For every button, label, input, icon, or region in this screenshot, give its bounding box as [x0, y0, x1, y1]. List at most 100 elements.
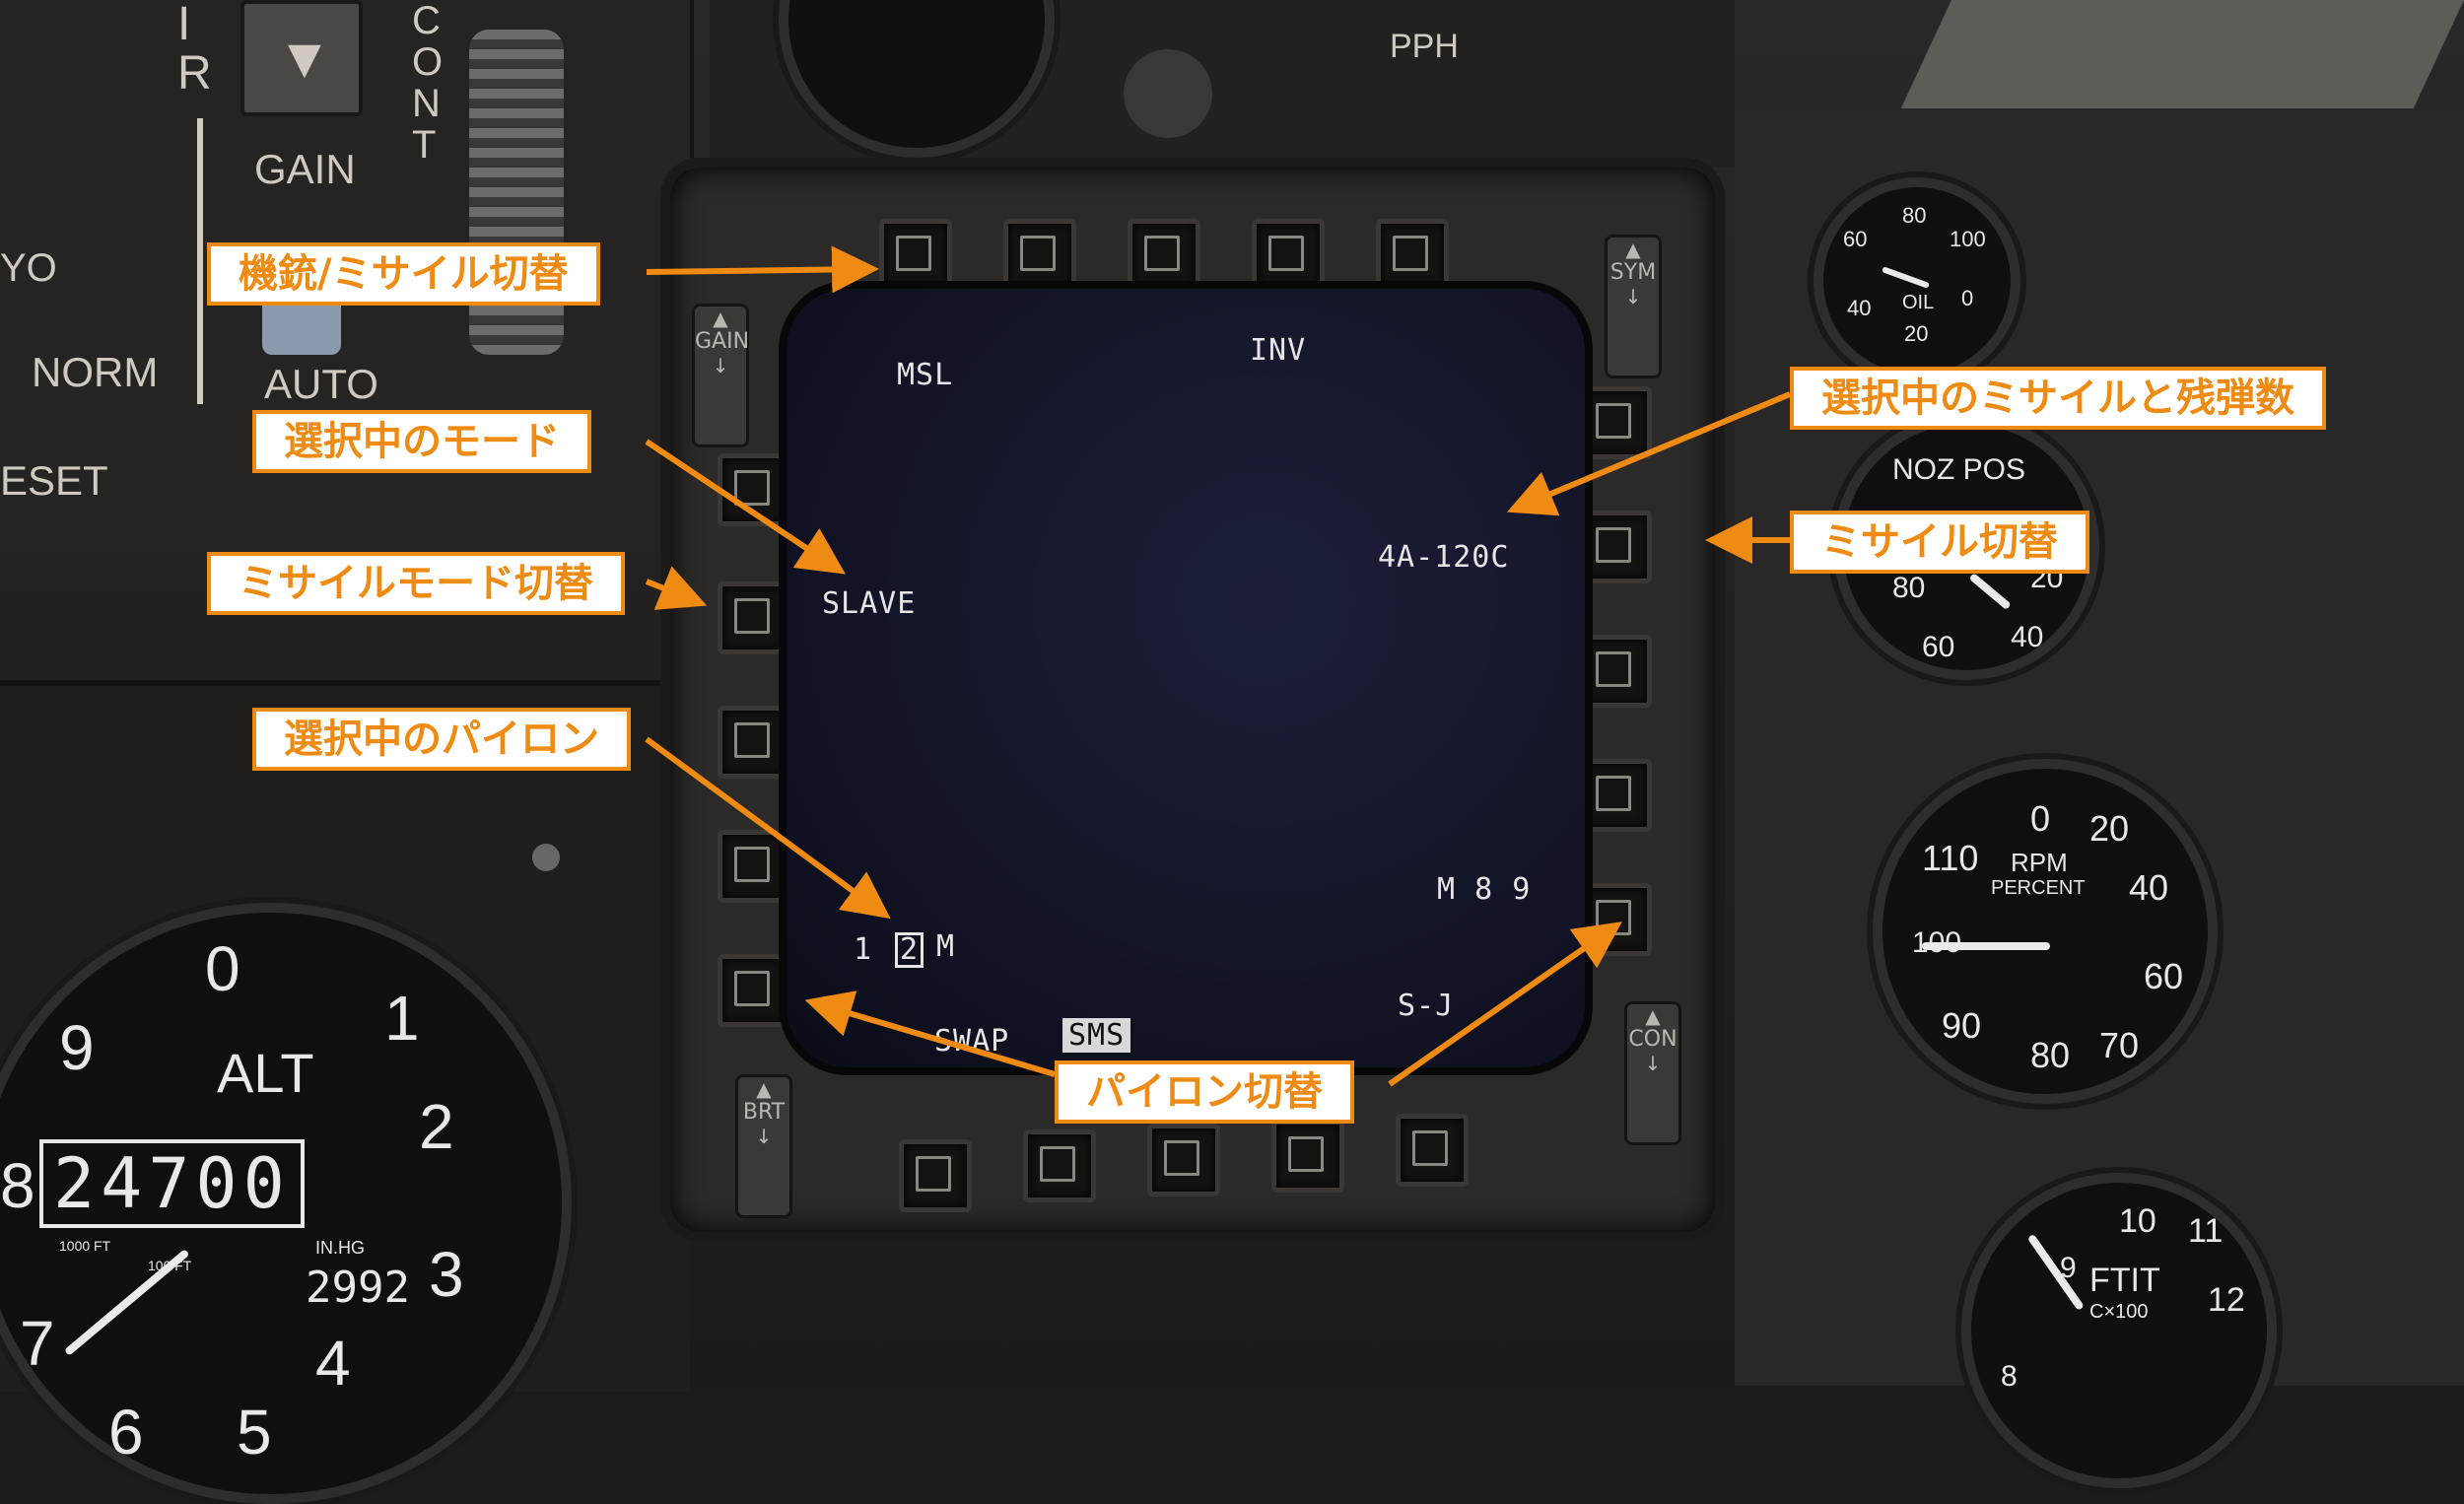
- callout-selected-missile-count: 選択中のミサイルと残弾数: [1790, 367, 2326, 430]
- rpm-tick-70: 70: [2099, 1025, 2140, 1065]
- mfd-screen: MSL INV SLAVE 4A-120C 1 2 M M 8 9 SWAP S…: [779, 281, 1593, 1075]
- rpm-tick-0: 0: [2030, 798, 2051, 839]
- ftit-tick-8: 8: [2001, 1360, 2018, 1393]
- divider: [197, 118, 203, 404]
- oil-label: OIL: [1902, 292, 1935, 313]
- sj-label: S-J: [1398, 989, 1455, 1023]
- chevron-up-icon: ▲: [1645, 1004, 1661, 1028]
- rpm-tick-110: 110: [1922, 838, 1979, 878]
- chevron-up-icon: ▲: [713, 307, 728, 330]
- altimeter-digit-7: 7: [20, 1308, 55, 1379]
- arrow-pylon-toggle-right: [1388, 922, 1622, 1087]
- arrow-selected-pylon: [645, 736, 891, 920]
- callout-missile-toggle: ミサイル切替: [1790, 511, 2089, 574]
- rpm-tick-20: 20: [2089, 808, 2130, 849]
- slave-mode-label: SLAVE: [822, 586, 917, 621]
- oil-tick-60: 60: [1843, 227, 1868, 251]
- brt-rocker-label: BRT: [742, 1100, 786, 1125]
- baro-setting: 2992: [306, 1263, 410, 1313]
- osb-bottom-2[interactable]: [1023, 1129, 1096, 1202]
- ftit-tick-10: 10: [2119, 1202, 2156, 1240]
- altimeter-digit-8: 8: [0, 1150, 35, 1221]
- callout-gun-missile-toggle: 機銃/ミサイル切替: [207, 242, 600, 306]
- arrow-down-icon: ↓: [712, 354, 729, 377]
- knob[interactable]: [1124, 49, 1212, 138]
- altimeter-digit-5: 5: [237, 1397, 272, 1468]
- fuel-flow-unit: PPH: [1390, 28, 1459, 65]
- osb-top-5[interactable]: [1376, 219, 1449, 292]
- sym-rocker-label: SYM: [1609, 260, 1657, 285]
- altimeter-unit-1000ft: 1000 FT: [59, 1238, 111, 1254]
- arrow-gun-missile: [646, 245, 879, 294]
- chevron-up-icon: ▲: [1625, 238, 1641, 261]
- inv-label: INV: [1250, 333, 1307, 368]
- osb-bottom-1[interactable]: [899, 1139, 972, 1212]
- pylon-2-selected: 2: [895, 932, 924, 968]
- altimeter-digit-1: 1: [384, 983, 420, 1054]
- ftit-tick-11: 11: [2188, 1212, 2224, 1250]
- oil-tick-0: 0: [1961, 286, 1974, 310]
- ir-label: I R: [177, 0, 212, 100]
- screw-icon: [532, 844, 560, 871]
- noz-tick-80: 80: [1892, 572, 1926, 604]
- oil-tick-20: 20: [1904, 321, 1929, 346]
- selected-weapon-label: 4A-120C: [1378, 540, 1510, 575]
- con-rocker-label: CON: [1628, 1027, 1677, 1052]
- rpm-label: RPM: [2011, 848, 2068, 877]
- altimeter-digit-9: 9: [59, 1012, 95, 1083]
- con-rocker[interactable]: ▲ CON ↓: [1624, 1001, 1681, 1145]
- noz-tick-40: 40: [2011, 621, 2044, 653]
- callout-selected-mode: 選択中のモード: [252, 410, 591, 473]
- sms-page-label: SMS: [1062, 1018, 1131, 1053]
- pylon-m: M: [936, 929, 956, 964]
- rpm-gauge: 0 20 40 60 70 80 90 100 110 RPM PERCENT: [1873, 759, 2218, 1104]
- rpm-sub-label: PERCENT: [1991, 877, 2086, 899]
- ftit-tick-9: 9: [2060, 1252, 2077, 1284]
- oil-tick-100: 100: [1950, 227, 1986, 251]
- callout-pylon-toggle: パイロン切替: [1055, 1060, 1354, 1124]
- altimeter-digit-6: 6: [108, 1397, 144, 1468]
- rpm-tick-90: 90: [1942, 1005, 1982, 1046]
- altimeter-digit-3: 3: [429, 1239, 464, 1310]
- gain-label: GAIN: [254, 146, 356, 192]
- arrow-down-icon: ↓: [1644, 1052, 1662, 1075]
- norm-label: NORM: [32, 349, 159, 395]
- oil-pressure-gauge: 60 80 100 40 0 20 OIL: [1814, 177, 2020, 384]
- osb-bottom-3[interactable]: [1147, 1124, 1220, 1196]
- noz-label: NOZ POS: [1892, 453, 2026, 486]
- gain-rocker[interactable]: ▲ GAIN ↓: [692, 304, 749, 447]
- arrow-down-icon: ↓: [1624, 285, 1642, 308]
- osb-bottom-5[interactable]: [1396, 1114, 1469, 1187]
- callout-missile-mode-toggle: ミサイルモード切替: [207, 552, 625, 615]
- reset-label: ESET: [0, 457, 108, 504]
- callout-selected-pylon: 選択中のパイロン: [252, 708, 631, 771]
- osb-top-1[interactable]: [879, 219, 952, 292]
- arrow-down-icon: ▼: [288, 34, 321, 84]
- sym-rocker[interactable]: ▲ SYM ↓: [1605, 235, 1662, 378]
- upper-instrument-strip: PPH: [710, 0, 1735, 168]
- rpm-tick-40: 40: [2129, 867, 2169, 908]
- ftit-tick-12: 12: [2208, 1281, 2245, 1319]
- auto-label: AUTO: [264, 361, 378, 407]
- osb-top-3[interactable]: [1128, 219, 1200, 292]
- ftit-label: FTIT: [2089, 1262, 2160, 1299]
- arrow-pylon-toggle-left: [804, 991, 1056, 1077]
- altitude-counter: 24700: [39, 1139, 305, 1228]
- altimeter-label: ALT: [217, 1042, 314, 1104]
- gain-toggle-switch[interactable]: [262, 296, 341, 355]
- ftit-sub-label: C×100: [2089, 1301, 2149, 1323]
- brt-rocker[interactable]: ▲ BRT ↓: [735, 1074, 792, 1218]
- baro-unit: IN.HG: [315, 1238, 366, 1258]
- arrow-missile-mode: [645, 566, 708, 610]
- osb-left-2[interactable]: [718, 706, 790, 779]
- cont-label: C O N T: [412, 0, 444, 167]
- chevron-up-icon: ▲: [756, 1077, 772, 1101]
- m89-label: M 8 9: [1437, 872, 1532, 907]
- oil-tick-80: 80: [1902, 203, 1927, 228]
- arrow-selected-missile: [1506, 391, 1792, 516]
- oil-tick-40: 40: [1847, 296, 1872, 320]
- gain-switch-cover[interactable]: ▼: [240, 0, 363, 116]
- rpm-needle: [1922, 942, 2050, 950]
- pylon-1: 1: [854, 932, 873, 967]
- arrow-down-icon: ↓: [755, 1125, 773, 1148]
